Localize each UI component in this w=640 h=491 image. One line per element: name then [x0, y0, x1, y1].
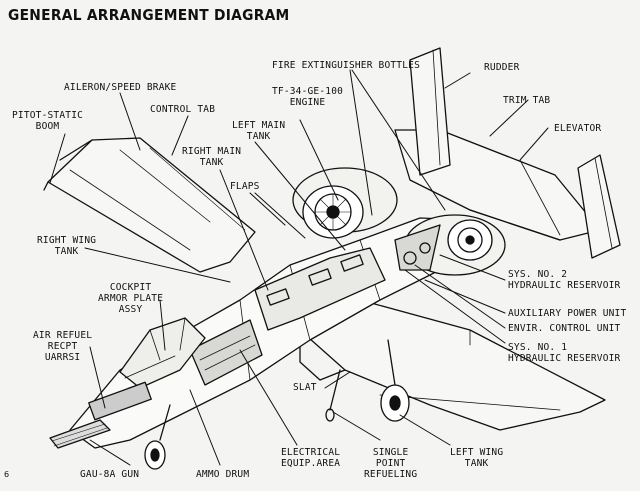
- engines: [292, 167, 506, 276]
- label-envir-control-unit: ENVIR. CONTROL UNIT: [508, 323, 621, 334]
- label-pitot-static-boom: PITOT-STATIC BOOM: [12, 110, 84, 132]
- label-left-main-tank: LEFT MAIN TANK: [232, 120, 286, 142]
- label-aileron-speed-brake: AILERON/SPEED BRAKE: [64, 82, 177, 93]
- label-sys1-hydraulic: SYS. NO. 1 HYDRAULIC RESERVOIR: [508, 342, 621, 364]
- label-slat: SLAT: [293, 382, 317, 393]
- label-sys2-hydraulic: SYS. NO. 2 HYDRAULIC RESERVOIR: [508, 269, 621, 291]
- label-trim-tab: TRIM TAB: [503, 95, 551, 106]
- vertical-fins: [409, 47, 621, 259]
- label-fire-extinguisher-bottles: FIRE EXTINGUISHER BOTTLES: [272, 60, 420, 71]
- label-elevator: ELEVATOR: [554, 123, 602, 134]
- page-number: 6: [4, 470, 10, 479]
- label-electrical-equip-area: ELECTRICAL EQUIP.AREA: [281, 447, 341, 469]
- diagram-title: GENERAL ARRANGEMENT DIAGRAM: [8, 6, 290, 24]
- label-rudder: RUDDER: [484, 62, 520, 73]
- label-right-main-tank: RIGHT MAIN TANK: [182, 146, 242, 168]
- label-control-tab: CONTROL TAB: [150, 104, 216, 115]
- label-auxiliary-power-unit: AUXILIARY POWER UNIT: [508, 308, 627, 319]
- label-flaps: FLAPS: [230, 181, 260, 192]
- label-right-wing-tank: RIGHT WING TANK: [37, 235, 97, 257]
- right-wing: [43, 137, 256, 273]
- label-single-point-refueling: SINGLE POINT REFUELING: [364, 447, 418, 480]
- landing-gear: [144, 339, 410, 470]
- gau8a-gun: [49, 381, 152, 449]
- label-air-refuel-recpt: AIR REFUEL RECPT UARRSI: [33, 330, 93, 363]
- label-left-wing-tank: LEFT WING TANK: [450, 447, 504, 469]
- leader-lines: [49, 69, 549, 466]
- label-gau8a-gun: GAU-8A GUN: [80, 469, 140, 480]
- label-ammo-drum: AMMO DRUM: [196, 469, 250, 480]
- label-cockpit-armor-plate: COCKPIT ARMOR PLATE ASSY: [98, 282, 164, 315]
- label-tf34-engine: TF-34-GE-100 ENGINE: [272, 86, 344, 108]
